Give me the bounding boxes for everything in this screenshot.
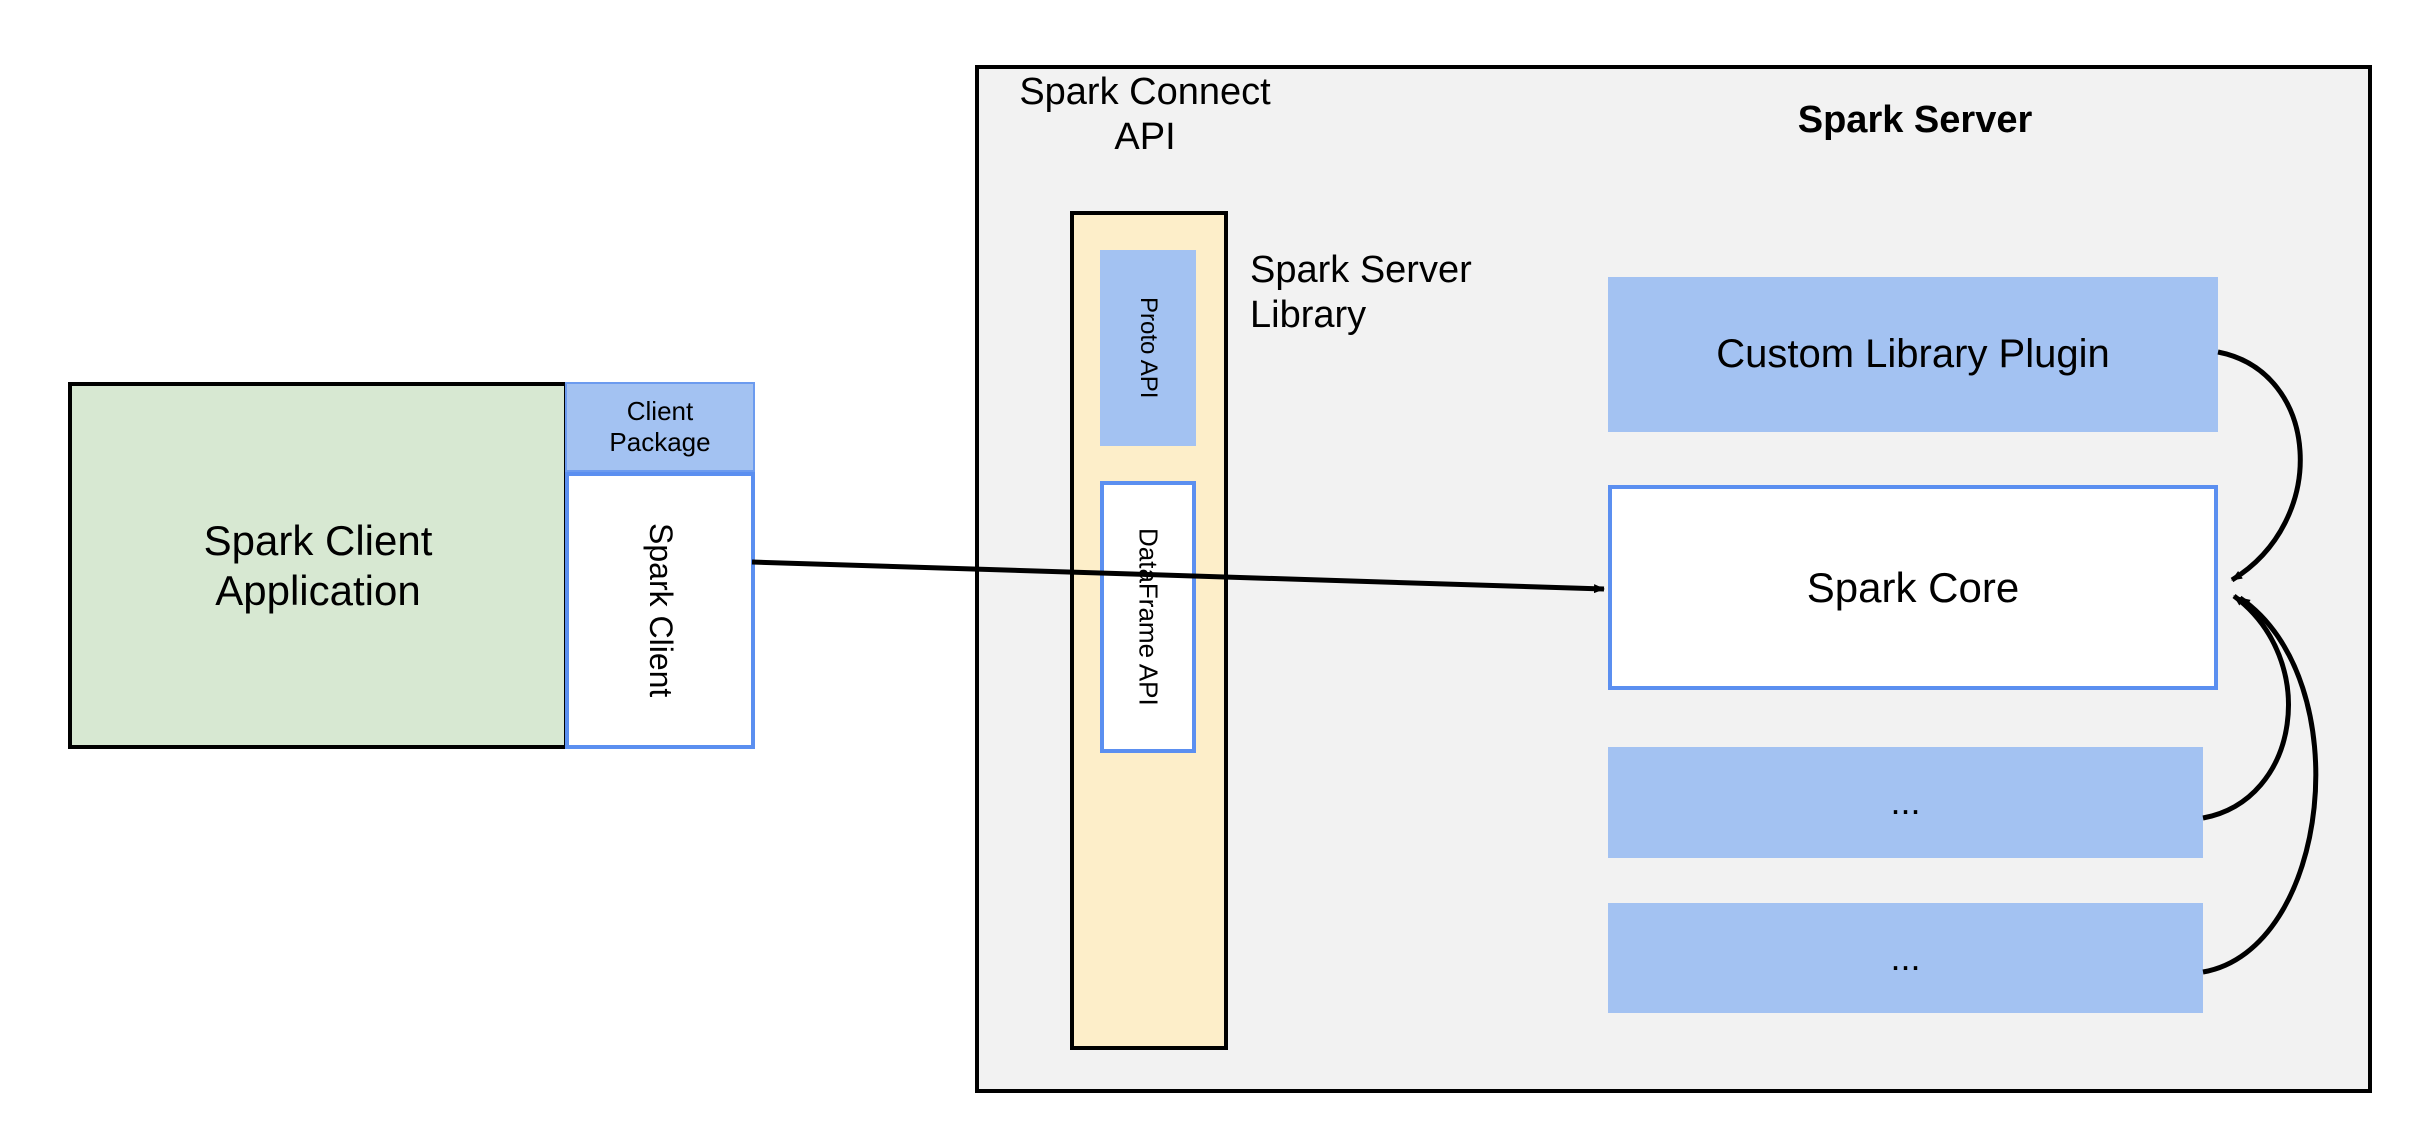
spark-core-box: Spark Core xyxy=(1608,485,2218,690)
client-package-box: Client Package xyxy=(565,382,755,472)
proto-api-box: Proto API xyxy=(1100,250,1196,446)
dataframe-api-label: DataFrame API xyxy=(1133,528,1164,706)
spark-server-title: Spark Server xyxy=(1797,98,2033,141)
server-component-ellipsis-2: ... xyxy=(1608,903,2203,1013)
spark-server-library-label: Spark Server Library xyxy=(1250,249,1472,336)
spark-client-label: Spark Client xyxy=(642,523,679,698)
spark-connect-api-label: Spark Connect API xyxy=(1019,71,1271,158)
custom-library-plugin-box: Custom Library Plugin xyxy=(1608,277,2218,432)
dataframe-api-box: DataFrame API xyxy=(1100,481,1196,753)
proto-api-label: Proto API xyxy=(1135,297,1163,399)
spark-client-application-box: Spark Client Application xyxy=(68,382,568,749)
server-component-ellipsis-1: ... xyxy=(1608,747,2203,858)
spark-client-box: Spark Client xyxy=(565,472,755,749)
